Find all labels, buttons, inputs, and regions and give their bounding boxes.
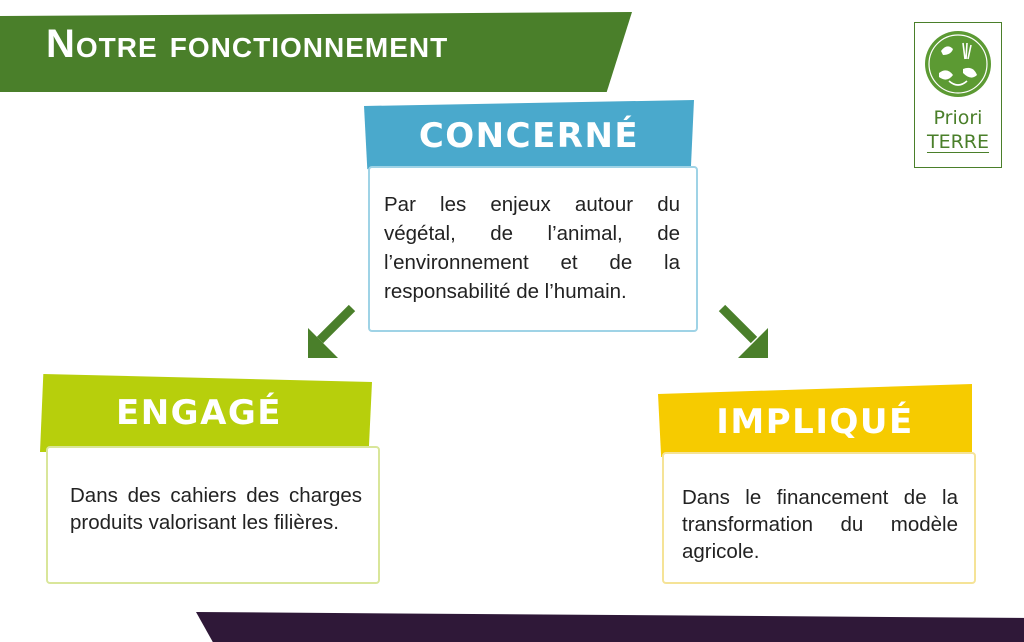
title-banner <box>0 12 632 92</box>
concerne-card: Par les enjeux autour du végétal, de l’a… <box>368 166 698 332</box>
footer-band <box>196 612 1024 642</box>
concerne-text: Par les enjeux autour du végétal, de l’a… <box>384 193 680 303</box>
implique-text: Dans le financement de la transformation… <box>682 486 958 563</box>
arrow-down-left-icon <box>308 304 356 358</box>
arrow-down-right-icon <box>718 304 768 358</box>
engage-heading: ENGAGÉ <box>40 374 372 452</box>
farm-hands-emblem-icon <box>925 31 991 97</box>
implique-heading: IMPLIQUÉ <box>658 384 972 460</box>
priori-terre-logo: Priori TERRE <box>914 22 1002 168</box>
logo-text-priori: Priori <box>933 107 983 129</box>
logo-text-terre: TERRE <box>926 131 990 153</box>
concerne-heading: CONCERNÉ <box>364 100 694 172</box>
engage-card: Dans des cahiers des charges produits va… <box>46 446 380 584</box>
implique-card: Dans le financement de la transformation… <box>662 452 976 584</box>
page-title: Notre fonctionnement <box>46 22 449 66</box>
engage-text: Dans des cahiers des charges produits va… <box>70 484 362 534</box>
